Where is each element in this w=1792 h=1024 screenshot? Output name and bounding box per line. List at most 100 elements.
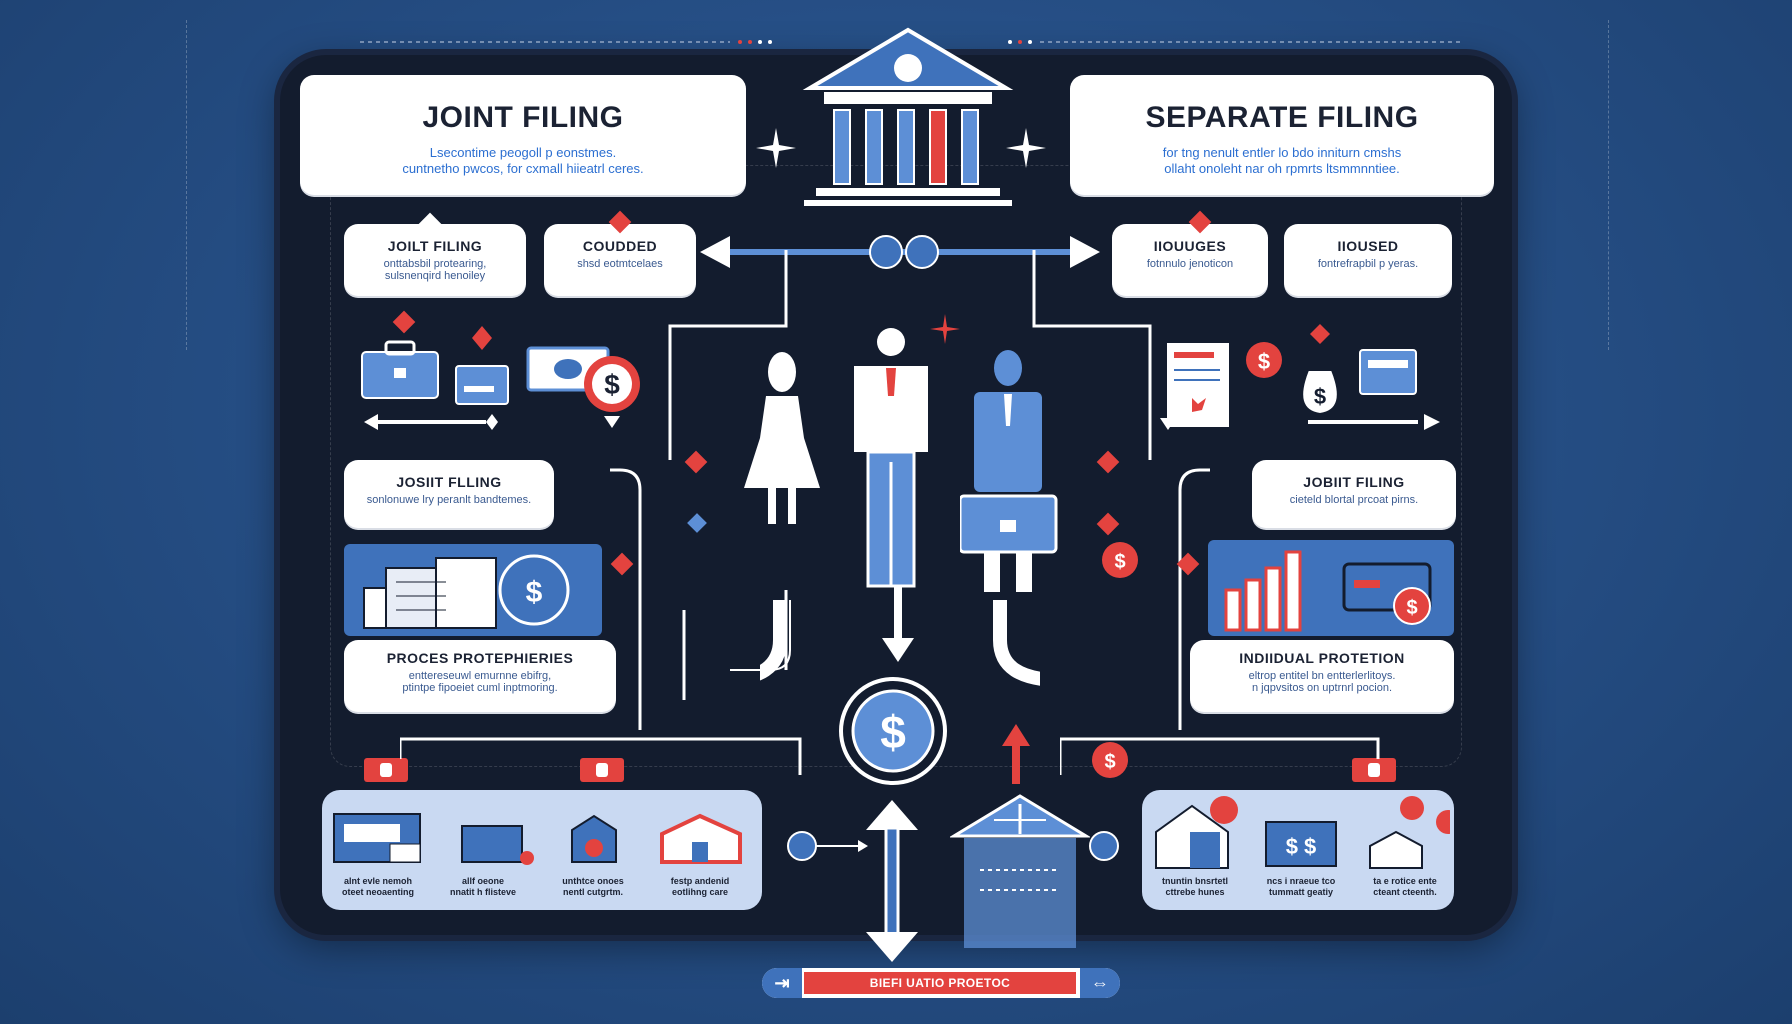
double-arrow [866,800,918,962]
caption-line: ta e rotice ente [1373,876,1437,886]
joint-card-1-sub-2: sulsnenqird henoiley [384,270,486,282]
separate-card-1-sub: fotnnulo jenoticon [1146,258,1234,270]
svg-text:$: $ [1314,384,1326,409]
connector-line [1060,737,1380,775]
scales-icon [950,794,1090,948]
separate-card-4-title: INDIIDUAL PROTETION [1239,650,1405,666]
joint-card-3-sub: sonlonuwe lry peranlt bandtemes. [366,494,532,506]
joint-filing-desc-1: Lsecontime peogoll p eonstmes. [429,145,617,160]
caption-line: tnuntin bnsrtetl [1162,876,1228,886]
joint-filing-desc-2: cuntnetho pwcos, for cxmall hiieatrl cer… [402,161,644,176]
joint-filing-title: JOINT FILING [422,101,624,134]
bank-icon [802,27,1014,206]
separate-card-4: INDIIDUAL PROTETION eltrop entitel bn en… [1190,640,1454,712]
separate-caption-1: tnuntin bnsrtetl cttrebe hunes [1150,876,1240,898]
money-bag-icon: $ $ [1246,324,1417,416]
dollar-coin-icon: $ [1102,542,1138,578]
lock-tag [1352,758,1396,782]
separate-card-4-sub-2: n jqpvsitos on uptrnrl pocion. [1251,682,1393,694]
svg-text:$ $: $ $ [1286,834,1317,859]
caption-line: nnatit h flisteve [449,887,516,897]
woman-icon [744,352,820,524]
bill-envelope-icon [455,326,509,405]
joint-card-4-sub-2: ptintpe fipoeiet cuml inptmoring. [402,682,558,694]
dash-mark [300,138,336,141]
joint-caption-3: unthtce onoes nentl cutgrtm. [548,876,638,898]
top-connector [700,235,1100,269]
joint-caption-1: alnt evle nemoh oteet neoaenting [328,876,428,898]
svg-text:$: $ [1406,597,1417,619]
sparkle-icon [1006,128,1046,168]
joint-card-1-title: JOILT FILING [387,238,483,254]
separate-card-2: IIOUSED fontrefrapbil p yeras. [1284,224,1452,296]
separate-card-2-title: IIOUSED [1337,238,1399,254]
caption-line: unthtce onoes [562,876,624,886]
document-icon [1165,341,1231,429]
sparkle-icon [756,128,796,168]
left-link-arrow [787,831,868,861]
joint-card-4-sub-1: enttereseuwl emurnne ebifrg, [408,670,552,682]
separate-filing-desc-2: ollaht onoleht nar oh rpmrts ltsmmnntiee… [1164,161,1400,176]
businessman-icon [960,350,1058,592]
separate-card-1-title: IIOUUGES [1153,238,1227,254]
caption-line: allf oeone [461,876,504,886]
caption-line: oteet neoaenting [341,887,414,897]
caption-line: festp andenid [670,876,730,886]
houses-row-icon [333,813,742,865]
down-arrow [882,586,914,662]
separate-card-3-sub: cieteld blortal prcoat pirns. [1289,494,1419,506]
up-arrow [1002,724,1030,784]
joint-card-2-sub: shsd eotmtcelaes [577,258,663,270]
dollar-coin-icon: $ [839,677,947,785]
lock-tag [364,758,408,782]
joint-card-3-title: JOSIIT FLLING [396,474,502,490]
joint-caption-4: festp andenid eotlihng care [650,876,750,898]
pipe-lines [760,600,1040,686]
dollar-coin-icon: $ [1092,742,1128,778]
right-arrow-line [1160,414,1440,430]
caption-line: ncs i nraeue tco [1266,876,1336,886]
separate-filing-title: SEPARATE FILING [1145,101,1419,134]
separate-caption-2: ncs i nraeue tco tummatt geatiy [1256,876,1346,898]
joint-caption-2: allf oeone nnatit h flisteve [438,876,528,898]
separate-card-3-title: JOBIIT FILING [1303,474,1405,490]
separate-caption-3: ta e rotice ente cteant cteenth. [1360,876,1450,898]
caption-line: alnt evle nemoh [343,876,413,886]
coin-symbol: $ [880,706,906,758]
svg-text:$: $ [1258,349,1270,374]
separate-card-1: IIOUUGES fotnnulo jenoticon [1112,224,1268,296]
bar-chart-icon: $ [1224,550,1432,632]
joint-card-4-title: PROCES PROTEPHIERIES [386,650,574,666]
top-dashed-line [360,40,1460,44]
left-arrow-line [364,414,620,430]
connector-line [400,737,802,775]
joint-card-1: JOILT FILING onttabsbil protearing, suls… [344,224,526,296]
svg-text:$: $ [1114,551,1125,573]
buildings-icon: $ [363,554,570,629]
svg-text:$: $ [1104,751,1115,773]
joint-card-3: JOSIIT FLLING sonlonuwe lry peranlt band… [344,460,554,528]
caption-line: eotlihng care [671,887,728,897]
joint-card-4: PROCES PROTEPHIERIES enttereseuwl emurnn… [344,640,616,712]
houses-row-icon: $ $ [1155,796,1450,869]
separate-filing-desc-1: for tng nenult entler lo bdo inniturn cm… [1162,145,1402,160]
separate-card-2-sub: fontrefrapbil p yeras. [1317,258,1419,270]
man-icon [854,328,928,588]
joint-card-2-title: COUDDED [582,238,658,254]
joint-card-1-sub-1: onttabsbil protearing, [383,258,487,270]
lock-tag [580,758,624,782]
separate-filing-header-card: SEPARATE FILING for tng nenult entler lo… [1070,75,1494,195]
joint-filing-header-card: JOINT FILING Lsecontime peogoll p eonstm… [300,75,746,195]
footer-right-icon: ⇔ [1080,968,1120,998]
footer-left-icon: ⇥ [762,968,802,998]
separate-card-3: JOBIIT FILING cieteld blortal prcoat pir… [1252,460,1456,528]
briefcase-icon [361,340,439,399]
joint-card-2: COUDDED shsd eotmtcelaes [544,224,696,296]
caption-line: cteant cteenth. [1373,887,1437,897]
decor-line-right [1608,20,1609,350]
flow-lines [610,250,1210,730]
caption-line: tummatt geatiy [1268,887,1333,897]
decor-line-left [186,20,187,350]
right-link-node [1089,831,1119,861]
svg-text:$: $ [604,369,620,400]
